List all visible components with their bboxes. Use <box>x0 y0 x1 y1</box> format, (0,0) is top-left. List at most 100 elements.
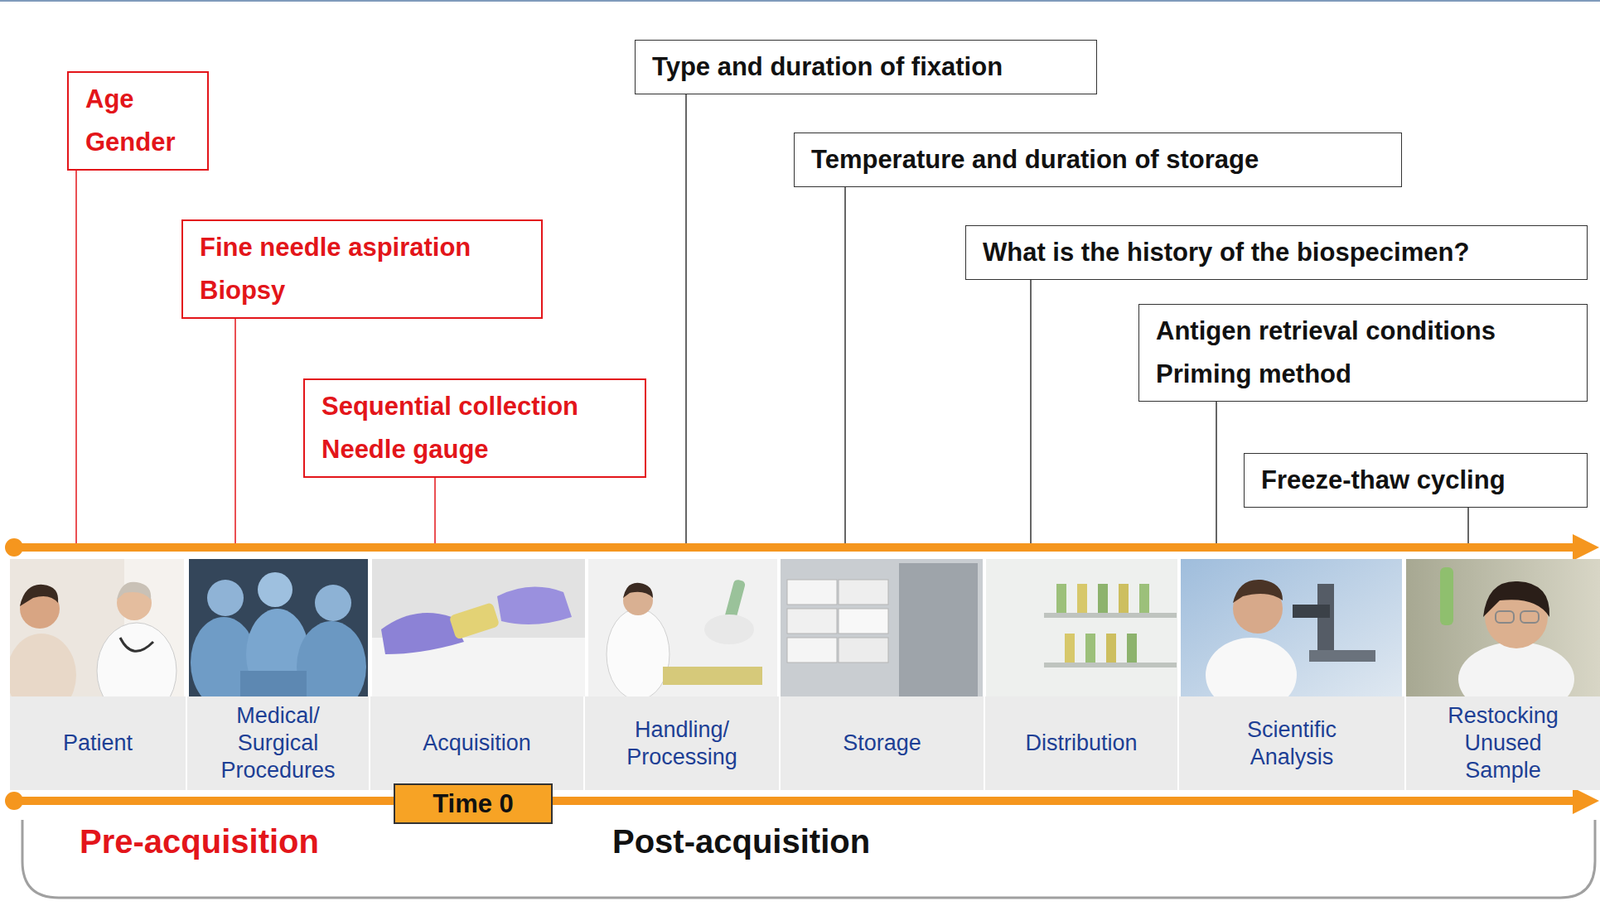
callout-text: Age <box>85 77 191 121</box>
patient-photo-part <box>96 623 177 697</box>
callout-box: AgeGender <box>67 71 209 171</box>
stage-label: Medical/ Surgical Procedures <box>205 702 351 785</box>
timeline-arrow-top <box>4 534 1600 561</box>
stage-label: Handling/ Processing <box>607 716 757 772</box>
restocking-photo-part <box>1458 642 1575 697</box>
distribution-photo-part <box>1077 584 1088 614</box>
distribution-photo-part <box>1097 584 1108 614</box>
callout-text: Priming method <box>1155 352 1571 397</box>
callout-box: Temperature and duration of storage <box>793 132 1402 188</box>
callout-text: Needle gauge <box>321 428 629 472</box>
surgery-photo-part <box>207 580 244 617</box>
distribution-photo-part <box>1044 662 1177 668</box>
stage-label-wrap: Restocking Unused Sample <box>1432 702 1574 785</box>
stage-label-wrap: Storage <box>842 729 922 758</box>
distribution-photo-part <box>1044 613 1177 619</box>
stage-label-wrap: Patient <box>62 729 133 758</box>
stage-panel: Handling/ Processing <box>584 696 779 791</box>
callout-text: Fine needle aspiration <box>199 226 525 270</box>
timeline-arrow-top-part <box>1572 534 1600 561</box>
timeline-arrow-bottom <box>4 787 1600 815</box>
stage-panel: Distribution <box>985 696 1178 791</box>
stage-panel: Scientific Analysis <box>1179 696 1405 791</box>
timeline-arrow-bottom-part <box>1572 787 1600 815</box>
handling-photo-part <box>606 609 670 697</box>
stage-label-wrap: Scientific Analysis <box>1221 716 1363 772</box>
stage-label-wrap: Medical/ Surgical Procedures <box>205 702 351 785</box>
distribution-photo-part <box>1056 584 1067 614</box>
distribution-photo-part <box>1085 633 1096 663</box>
stage-label-wrap: Acquisition <box>422 729 532 758</box>
restocking-photo-part <box>1440 567 1454 626</box>
distribution-photo-part <box>1106 633 1117 663</box>
stage-panel: Storage <box>780 696 984 791</box>
patient-photo-part <box>116 582 151 600</box>
timeline-arrow-top-part <box>14 543 1576 552</box>
analysis-photo-part <box>1292 604 1330 619</box>
storage-photo-part <box>780 559 983 697</box>
time-marker: Time 0 <box>393 783 553 825</box>
handling-photo-part <box>704 614 755 645</box>
analysis-photo <box>1180 559 1402 697</box>
distribution-photo-part <box>986 559 1178 697</box>
callout-box: Type and duration of fixation <box>634 39 1098 95</box>
acquisition-photo <box>372 559 585 697</box>
analysis-photo-part <box>1232 580 1283 604</box>
storage-photo-part <box>787 609 837 634</box>
handling-photo <box>588 559 778 697</box>
callout-text: What is the history of the biospecimen? <box>982 231 1571 275</box>
restocking-photo-part <box>1520 611 1539 624</box>
frame-top <box>0 0 1600 2</box>
stage-label: Storage <box>842 729 922 758</box>
stage-panel: Medical/ Surgical Procedures <box>187 696 369 791</box>
restocking-photo-part <box>1483 581 1550 618</box>
patient-photo-part <box>9 633 77 697</box>
surgery-photo <box>188 559 368 697</box>
callout-box: Fine needle aspirationBiopsy <box>181 219 543 320</box>
stage-label-wrap: Distribution <box>1024 729 1137 758</box>
stage-label: Distribution <box>1024 729 1137 758</box>
stage-label: Restocking Unused Sample <box>1432 702 1574 785</box>
acquisition-photo-part <box>372 559 585 697</box>
analysis-photo-part <box>1309 650 1376 663</box>
callout-text: Temperature and duration of storage <box>811 138 1385 182</box>
stage-label: Acquisition <box>422 729 532 758</box>
distribution-photo-part <box>1126 633 1137 663</box>
time-label: Time 0 <box>432 789 514 820</box>
callout-text: Type and duration of fixation <box>652 45 1080 89</box>
patient-photo-part <box>19 584 59 607</box>
callout-box: Antigen retrieval conditionsPriming meth… <box>1138 304 1588 402</box>
stage-panel: Restocking Unused Sample <box>1406 696 1600 791</box>
handling-photo-part <box>662 667 763 686</box>
leader-lines-part <box>1029 248 1032 544</box>
callout-text: Antigen retrieval conditions <box>1155 309 1571 353</box>
stage-panel: Acquisition <box>370 696 584 791</box>
surgery-photo-part <box>314 584 352 622</box>
storage-photo-part <box>838 609 889 634</box>
callout-text: Sequential collection <box>321 385 629 429</box>
surgery-photo-part <box>240 671 307 697</box>
storage-photo <box>780 559 983 697</box>
storage-photo-part <box>787 580 837 605</box>
callout-box: What is the history of the biospecimen? <box>965 225 1588 281</box>
phase-label: Post-acquisition <box>612 823 871 861</box>
leader-lines-part <box>844 157 846 544</box>
callout-box: Freeze-thaw cycling <box>1243 453 1588 508</box>
stage-label: Scientific Analysis <box>1221 716 1363 772</box>
patient-photo-part <box>120 638 154 652</box>
stage-panel: Patient <box>9 696 186 791</box>
callout-box: Sequential collectionNeedle gauge <box>303 378 647 479</box>
restocking-photo-part <box>1495 611 1514 624</box>
surgery-photo-part <box>296 621 367 697</box>
storage-photo-part <box>787 638 837 663</box>
callout-text: Freeze-thaw cycling <box>1261 459 1571 503</box>
timeline-arrow-bottom-part <box>14 797 1576 806</box>
leader-lines-part <box>75 124 78 544</box>
patient-photo <box>9 559 184 697</box>
surgery-photo-part <box>257 572 293 608</box>
phase-label: Pre-acquisition <box>79 823 320 861</box>
stage-label-wrap: Handling/ Processing <box>607 716 757 772</box>
restocking-photo <box>1406 559 1600 697</box>
storage-photo-part <box>838 580 889 605</box>
